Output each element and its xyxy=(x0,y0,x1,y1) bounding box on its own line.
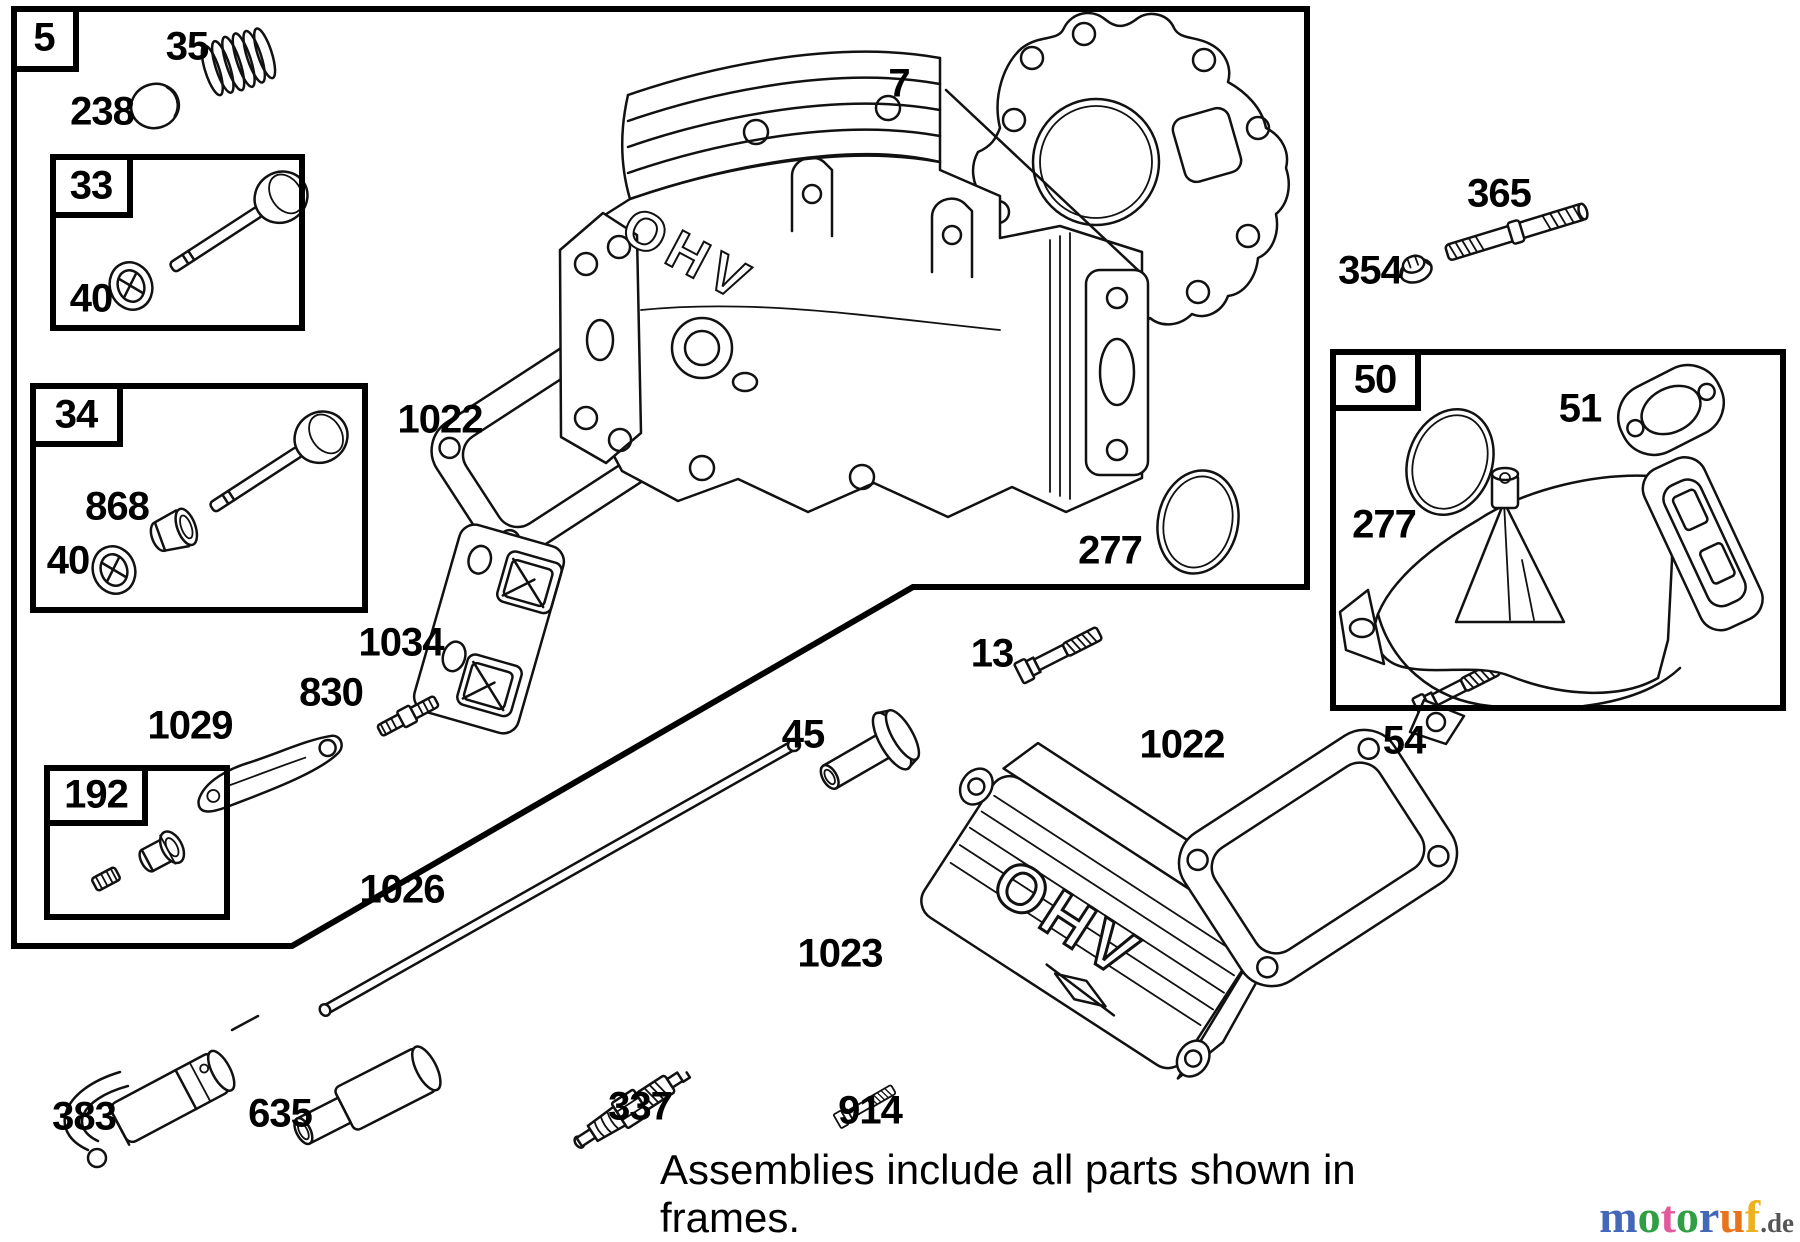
valve-tappet xyxy=(819,708,921,791)
part-label-40-b: 40 xyxy=(46,538,90,583)
footer-note-line1: Assemblies include all parts shown in xyxy=(660,1146,1356,1193)
rocker-pivot-ball xyxy=(138,830,186,873)
wm-letter: t xyxy=(1660,1191,1676,1242)
footer-note: Assemblies include all parts shown in fr… xyxy=(660,1146,1356,1242)
valve-cap xyxy=(129,82,181,130)
intake-valve xyxy=(169,170,309,273)
part-label-635: 635 xyxy=(248,1091,313,1136)
intake-manifold xyxy=(1338,456,1764,746)
flange-nut xyxy=(1399,254,1433,284)
assembly-frames xyxy=(11,6,1786,949)
wm-letter: r xyxy=(1698,1191,1720,1242)
part-label-40-a: 40 xyxy=(69,276,113,321)
motoruf-watermark-logo: motoruf.de xyxy=(1599,1194,1794,1240)
valve-guide-tool xyxy=(63,1014,260,1169)
rocker-stud xyxy=(376,695,440,737)
part-label-277-left: 277 xyxy=(1078,528,1143,573)
breather-gasket xyxy=(412,523,566,735)
part-label-383: 383 xyxy=(52,1094,117,1139)
wm-letter: o xyxy=(1675,1191,1699,1242)
cover-bolt-914 xyxy=(832,1084,897,1129)
part-label-1034: 1034 xyxy=(358,620,445,665)
frame-label-5: 5 xyxy=(33,15,55,60)
part-label-1029: 1029 xyxy=(147,703,234,748)
part-label-54: 54 xyxy=(1382,718,1426,763)
part-label-1022-right: 1022 xyxy=(1139,722,1226,767)
part-label-868: 868 xyxy=(85,484,150,529)
cylinder-head: OHV xyxy=(558,50,1150,519)
wm-letter: u xyxy=(1719,1191,1745,1242)
wm-suffix: .de xyxy=(1760,1208,1794,1238)
part-label-1022-left: 1022 xyxy=(397,397,484,442)
footer-note-line2: frames. xyxy=(660,1193,801,1241)
part-label-277-right: 277 xyxy=(1352,502,1417,547)
push-rod xyxy=(318,737,802,1018)
brand-diamond-icon xyxy=(1045,963,1116,1017)
part-label-1026: 1026 xyxy=(359,867,446,912)
o-ring-277-left xyxy=(1156,469,1240,575)
part-label-337: 337 xyxy=(608,1084,673,1129)
part-label-238: 238 xyxy=(70,89,135,134)
spark-plug xyxy=(573,1071,692,1149)
part-label-914: 914 xyxy=(838,1088,903,1133)
part-label-354: 354 xyxy=(1338,248,1403,293)
wm-letter: m xyxy=(1599,1191,1638,1242)
intake-flange-gasket xyxy=(1617,363,1725,457)
valve-seal-exhaust xyxy=(91,545,137,595)
spark-plug-tube xyxy=(293,1045,442,1146)
o-ring-277-right xyxy=(1405,408,1495,516)
part-label-13: 13 xyxy=(970,631,1014,676)
part-label-51: 51 xyxy=(1558,386,1602,431)
frame-label-50: 50 xyxy=(1353,357,1397,402)
rocker-arm xyxy=(197,734,343,813)
head-bolt-13 xyxy=(1013,626,1103,685)
rocker-set-screw xyxy=(91,866,121,892)
valve-cover-gasket-right xyxy=(1177,728,1459,988)
part-label-35: 35 xyxy=(165,24,209,69)
exhaust-valve xyxy=(209,410,349,513)
part-label-1023: 1023 xyxy=(797,931,884,976)
wm-letter: f xyxy=(1744,1191,1761,1242)
valve-spring xyxy=(200,27,277,97)
frame-label-33: 33 xyxy=(69,163,113,208)
frame-label-192: 192 xyxy=(64,772,129,817)
part-label-830: 830 xyxy=(299,670,364,715)
part-label-45: 45 xyxy=(781,712,825,757)
valve-seal xyxy=(108,261,154,311)
part-label-365: 365 xyxy=(1467,171,1532,216)
part-label-7: 7 xyxy=(888,61,910,106)
manifold-stud xyxy=(1444,202,1589,261)
frame-label-34: 34 xyxy=(54,392,98,437)
valve-guide-bushing xyxy=(149,507,199,553)
wm-letter: o xyxy=(1637,1191,1661,1242)
